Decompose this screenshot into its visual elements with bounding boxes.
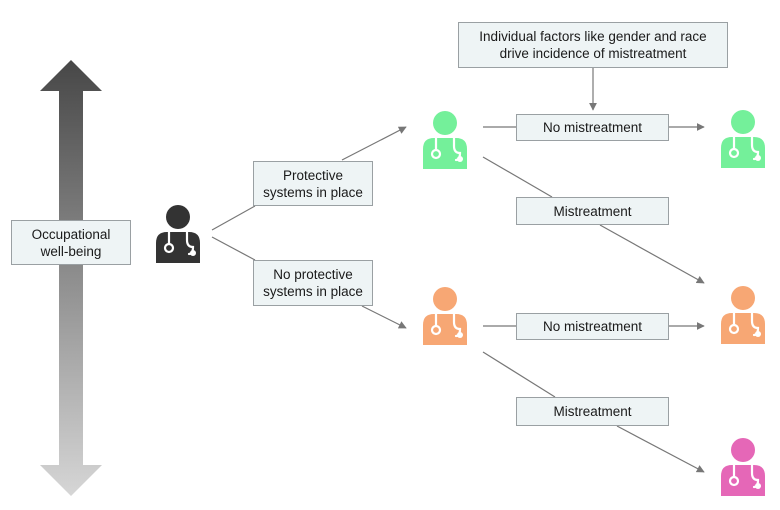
clinician-protected-icon — [421, 109, 469, 169]
mistreatment-top-box: Mistreatment — [516, 197, 669, 225]
no-mistreatment-bottom-box: No mistreatment — [516, 313, 669, 340]
clinician-neutral-icon — [154, 203, 202, 263]
arrow-to-unprotected-clinician — [361, 305, 407, 329]
outcome-protected-no-mistreatment-icon — [719, 108, 767, 168]
line-to-mistreatment-bottom — [482, 351, 556, 398]
occupational-wellbeing-box: Occupational well-being — [11, 220, 131, 265]
outcome-mistreated-icon — [719, 436, 767, 496]
arrow-to-protected-clinician — [341, 126, 407, 161]
clinician-unprotected-icon — [421, 285, 469, 345]
arrow-to-pink-outcome — [616, 425, 705, 473]
line-to-protective-box — [211, 205, 256, 231]
no-mistreatment-top-box: No mistreatment — [516, 114, 669, 141]
outcome-protected-mistreatment-icon — [719, 284, 767, 344]
individual-factors-box: Individual factors like gender and race … — [458, 22, 728, 68]
protective-systems-box: Protective systems in place — [253, 161, 373, 206]
no-protective-systems-box: No protective systems in place — [253, 260, 373, 306]
line-to-mistreatment-top — [482, 156, 553, 198]
double-headed-arrow-icon — [40, 60, 102, 496]
mistreatment-bottom-box: Mistreatment — [516, 397, 669, 426]
arrow-to-orange-outcome — [599, 224, 705, 284]
line-to-no-protective-box — [211, 236, 256, 261]
connector-lines — [211, 68, 705, 473]
